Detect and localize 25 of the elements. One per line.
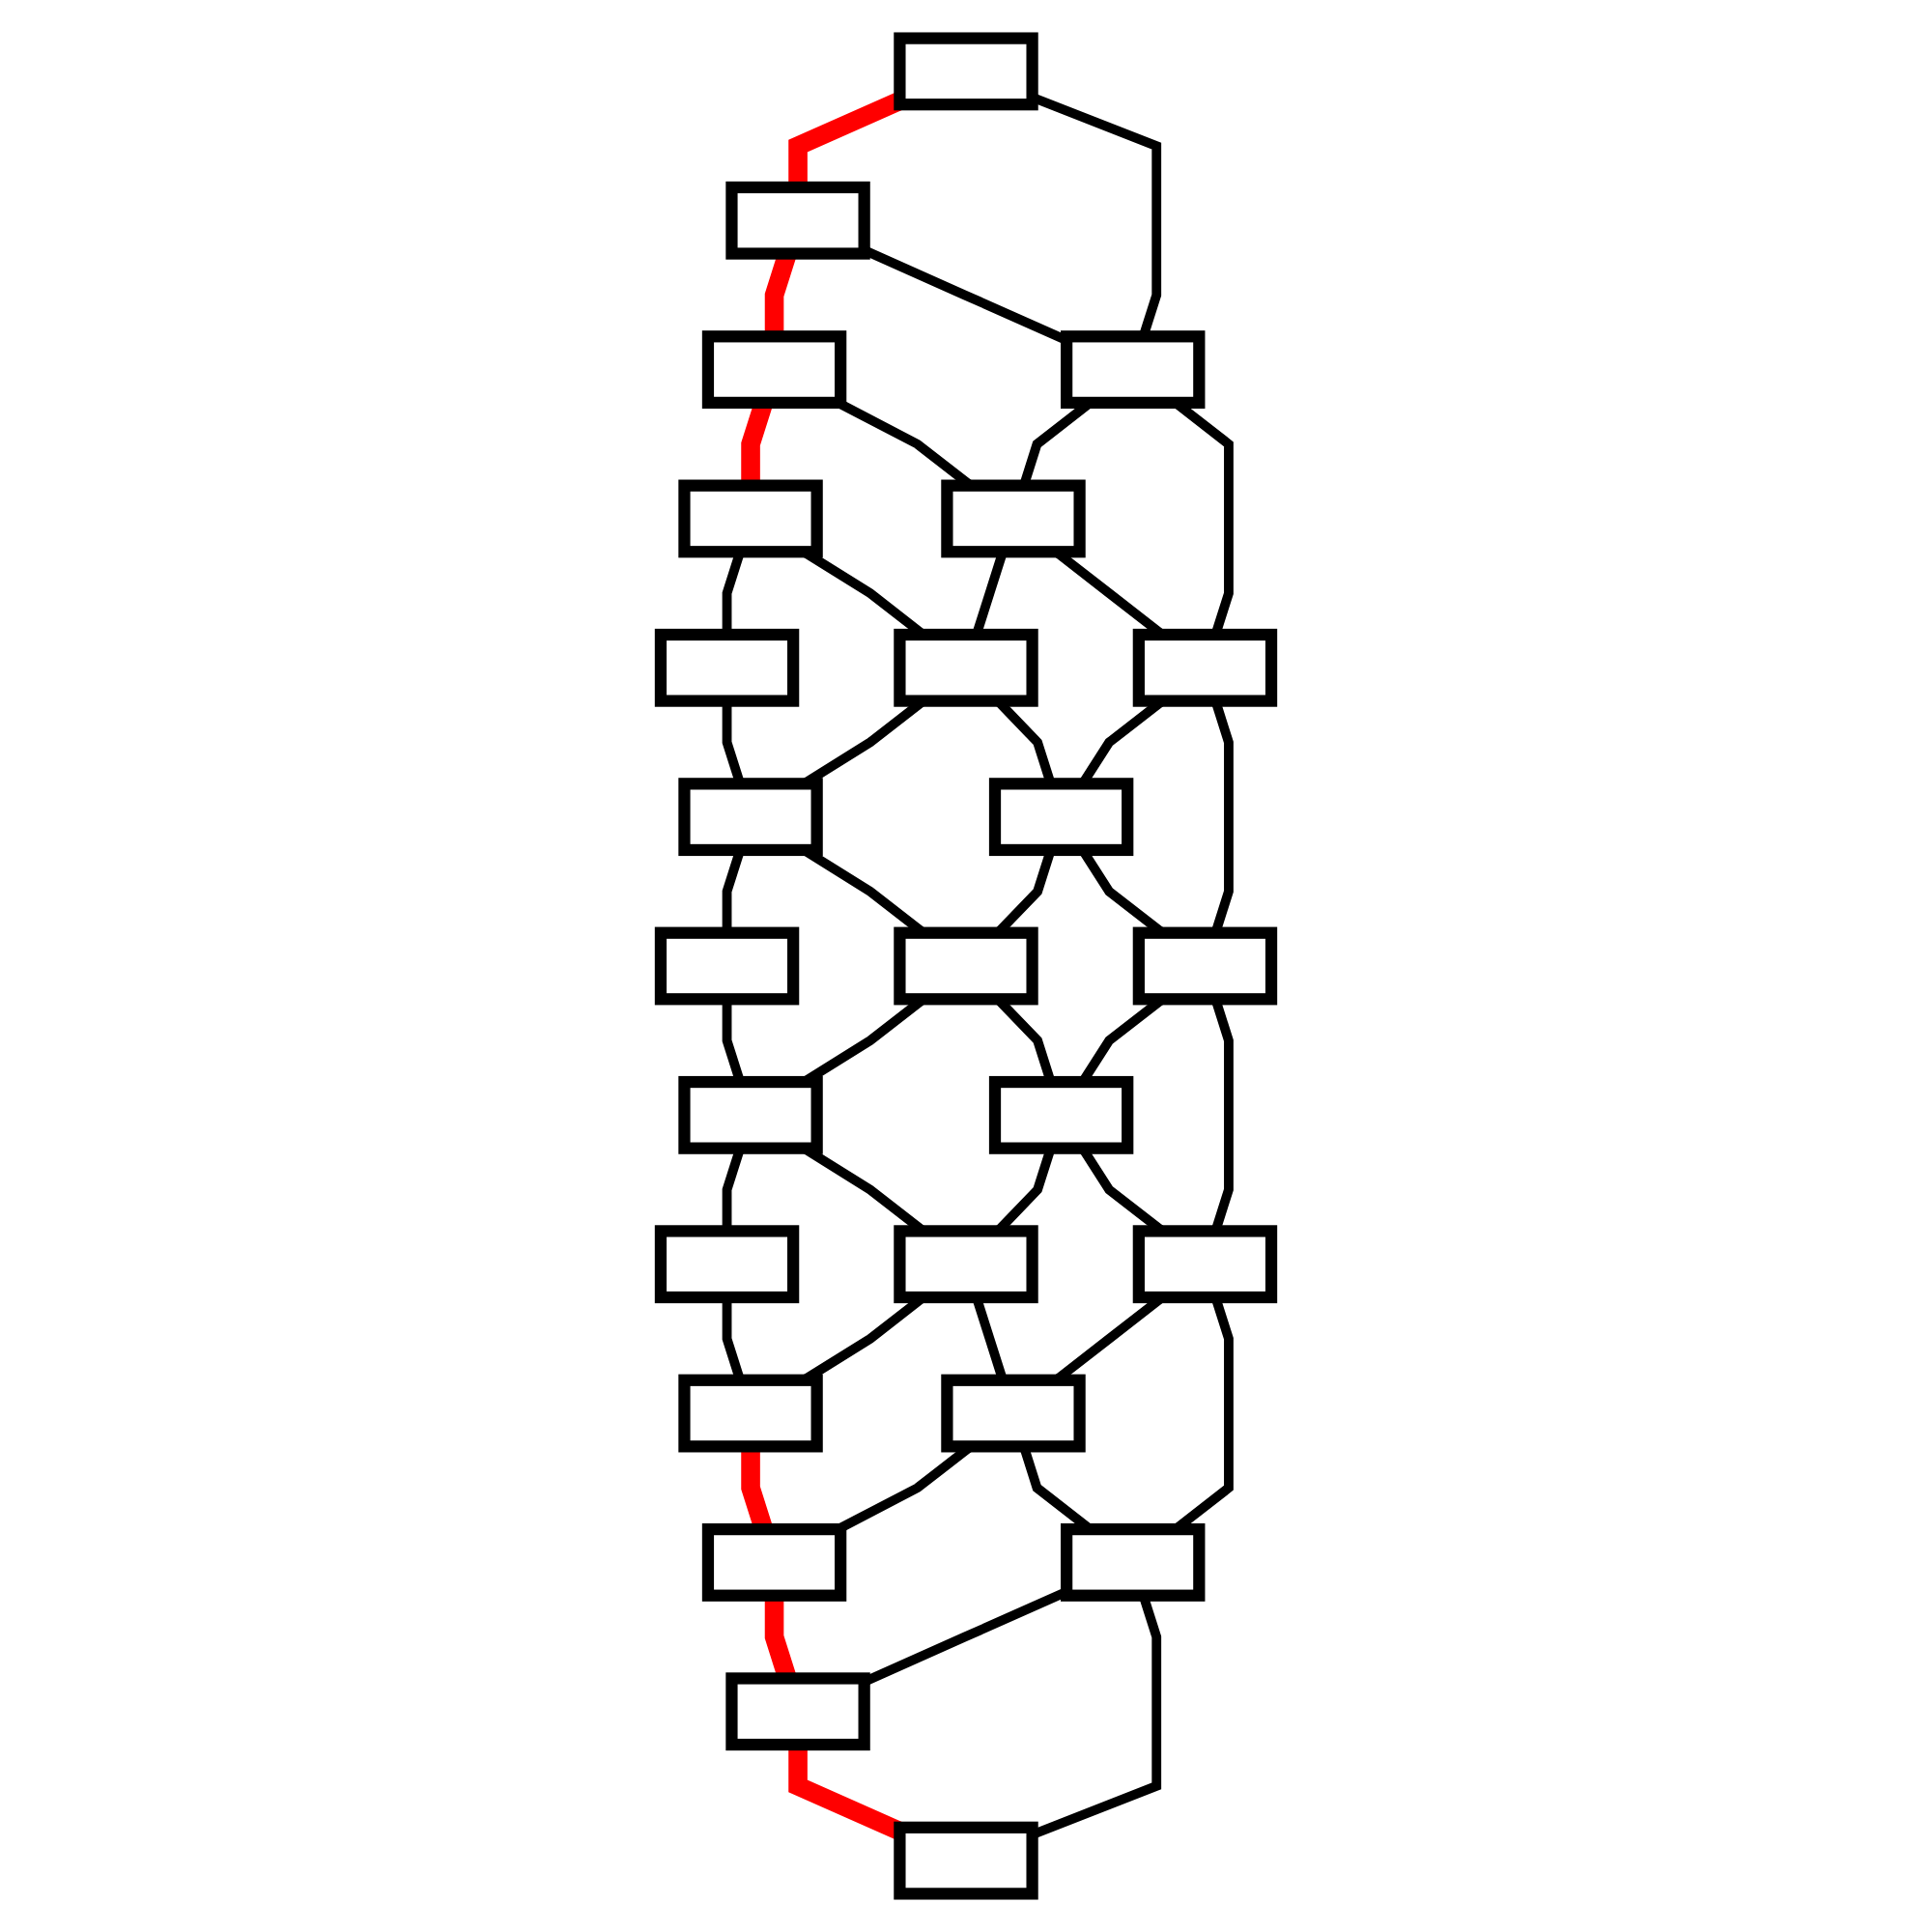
node-box	[1132, 926, 1278, 1006]
node-box	[701, 1522, 847, 1602]
node-box	[988, 778, 1134, 857]
node-box	[701, 330, 847, 410]
node-box	[725, 181, 870, 260]
node-box	[678, 778, 823, 857]
node-box	[654, 628, 800, 707]
node-box	[941, 479, 1086, 558]
node-box	[1132, 1225, 1278, 1304]
node-box	[1061, 330, 1206, 410]
node-box	[1132, 628, 1278, 707]
node-box	[654, 926, 800, 1006]
node-box	[988, 1075, 1134, 1154]
node-box	[654, 1225, 800, 1304]
node-box	[678, 1075, 823, 1154]
node-box	[678, 1374, 823, 1453]
node-box	[894, 926, 1038, 1006]
node-box	[894, 1821, 1038, 1900]
node-box	[1061, 1522, 1206, 1602]
node-box	[725, 1672, 870, 1751]
node-box	[894, 32, 1038, 111]
node-box	[941, 1374, 1086, 1453]
node-box	[894, 628, 1038, 707]
node-box	[894, 1225, 1038, 1304]
node-box	[678, 479, 823, 558]
